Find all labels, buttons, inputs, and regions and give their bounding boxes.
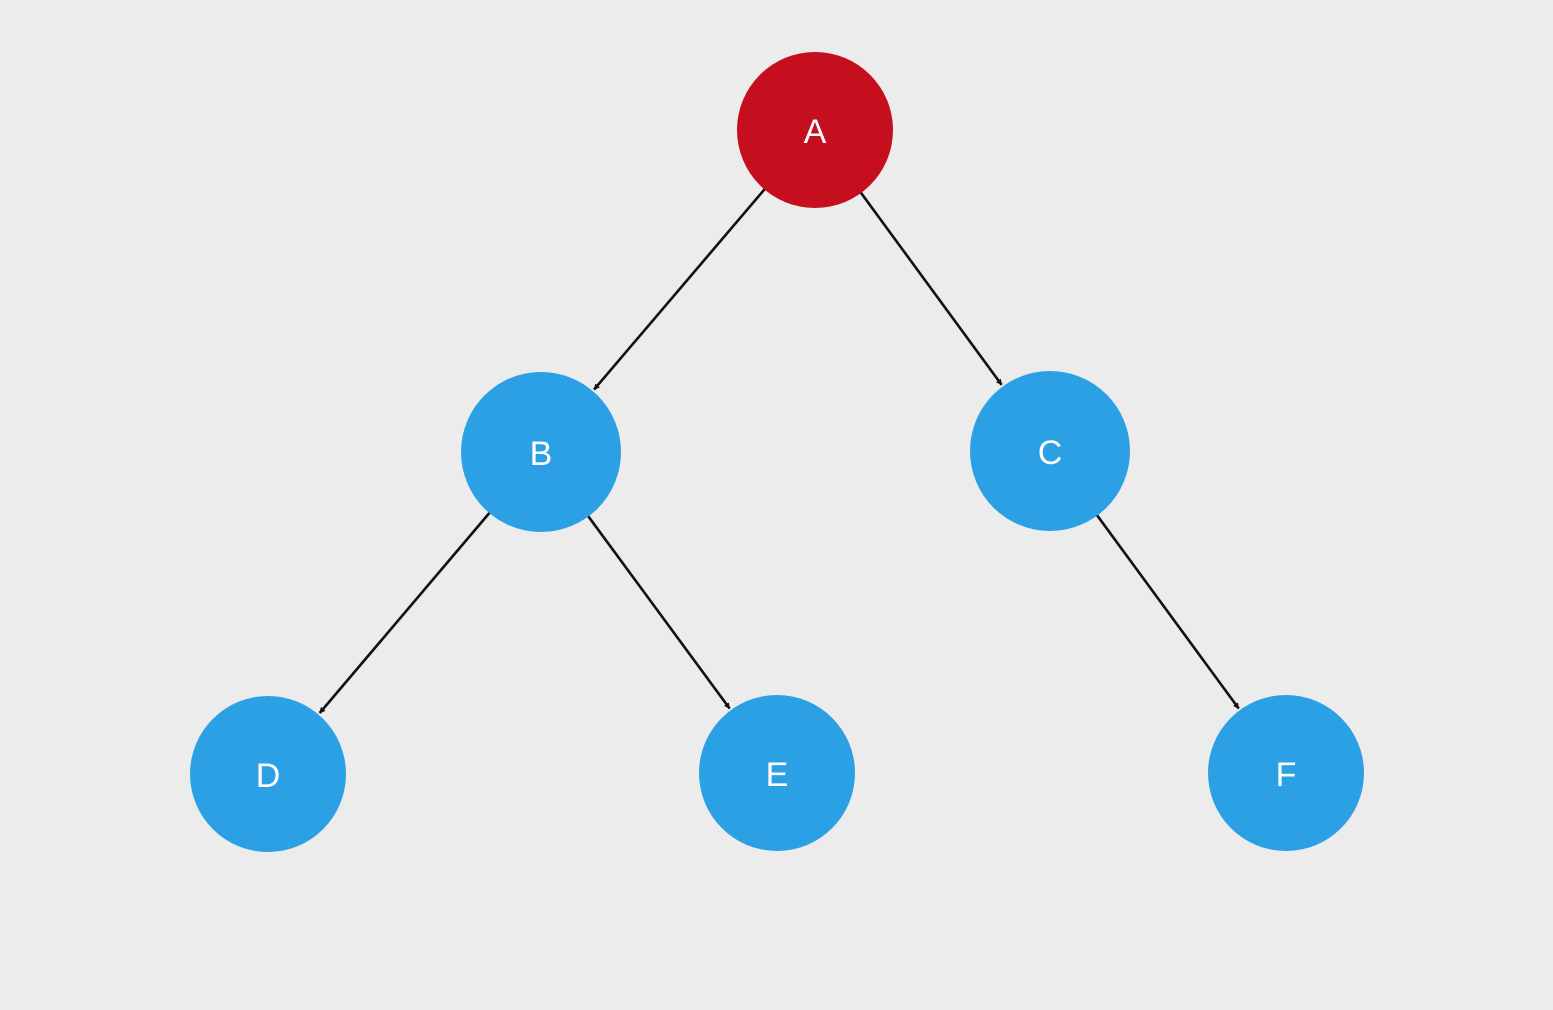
node-d-label: D: [256, 757, 281, 795]
node-b-label: B: [530, 435, 553, 473]
node-c-circle: [970, 371, 1130, 531]
edge-a-to-b: [593, 185, 768, 391]
node-d-circle: [190, 696, 346, 852]
node-a-label: A: [804, 113, 827, 151]
edge-a-to-c: [857, 188, 1003, 386]
node-c-label: C: [1038, 434, 1063, 472]
edges-layer: [318, 185, 1240, 714]
node-a-circle: [737, 52, 893, 208]
node-b-circle: [461, 372, 621, 532]
node-c: C: [970, 371, 1130, 531]
edge-b-to-e: [584, 512, 731, 710]
edge-c-to-f: [1093, 511, 1240, 710]
node-e: E: [699, 695, 855, 851]
node-a: A: [737, 52, 893, 208]
node-f: F: [1208, 695, 1364, 851]
node-b: B: [461, 372, 621, 532]
nodes-layer: A B C D E F: [190, 52, 1364, 852]
node-f-circle: [1208, 695, 1364, 851]
edge-b-to-d: [318, 509, 493, 714]
node-d: D: [190, 696, 346, 852]
node-e-label: E: [766, 756, 789, 794]
node-f-label: F: [1276, 756, 1297, 794]
node-e-circle: [699, 695, 855, 851]
